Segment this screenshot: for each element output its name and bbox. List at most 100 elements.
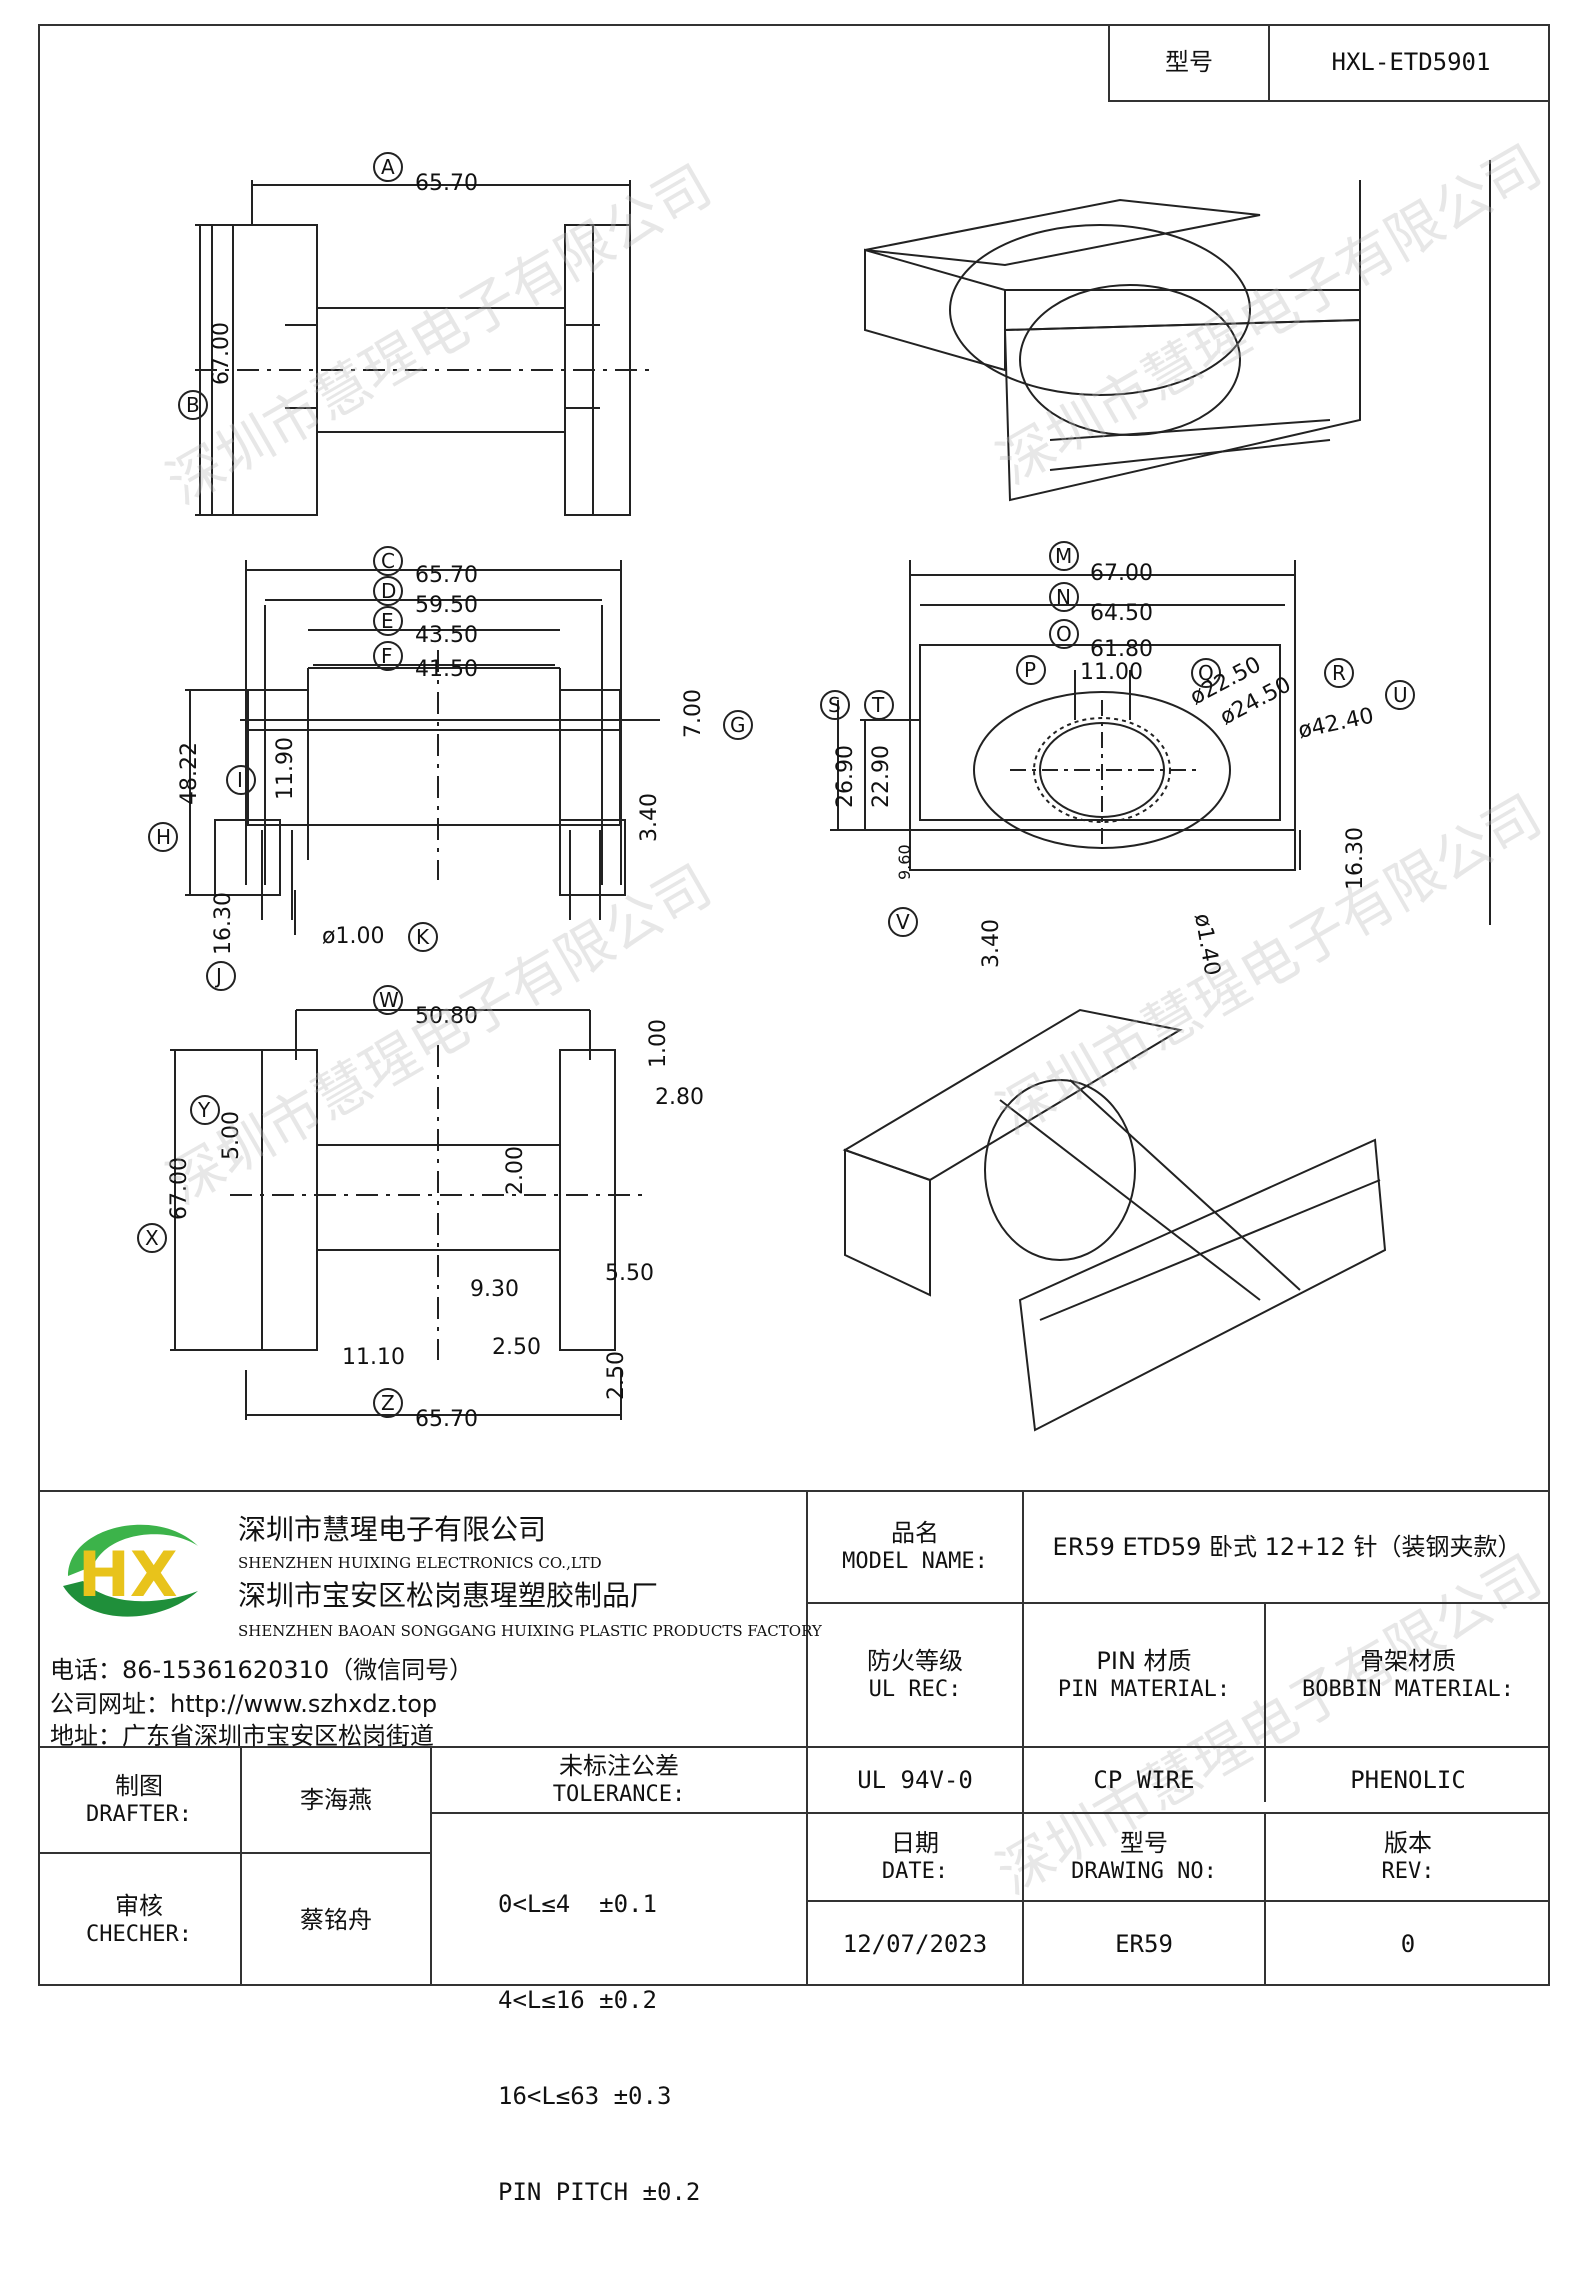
callout-S: S <box>820 690 850 720</box>
dim-V: 9.60 <box>895 844 914 880</box>
dim-P: 11.00 <box>1080 660 1143 685</box>
dimension-values: 65.70 67.00 65.70 59.50 43.50 41.50 7.00… <box>167 171 1376 1432</box>
callout-T: T <box>864 690 894 720</box>
bobbin-label: 骨架材质 BOBBIN MATERIAL: <box>1266 1604 1550 1746</box>
rev-label: 版本 REV: <box>1266 1814 1550 1900</box>
checker-cn: 审核 <box>115 1892 163 1921</box>
svg-text:O: O <box>1056 622 1072 646</box>
dim-W: 50.80 <box>415 1004 478 1029</box>
tolerance-line: 4<L≤16 ±0.2 <box>498 1986 657 2014</box>
svg-text:E: E <box>381 609 394 633</box>
svg-text:G: G <box>730 713 746 737</box>
callout-V: V <box>888 907 918 937</box>
company-name-cn: 深圳市慧瑆电子有限公司 <box>238 1513 547 1546</box>
dim-w1: 1.00 <box>646 1019 671 1068</box>
svg-text:P: P <box>1024 658 1036 682</box>
callout-K: K <box>408 922 438 952</box>
drafter-en: DRAFTER: <box>86 1802 192 1828</box>
dim-B: 67.00 <box>209 322 234 385</box>
svg-text:V: V <box>896 910 910 934</box>
dim-w8: 2.50 <box>604 1351 629 1400</box>
tolerance-line: PIN PITCH ±0.2 <box>498 2178 701 2206</box>
dim-V3: ø1.40 <box>1189 912 1224 978</box>
callout-M: M <box>1049 541 1079 571</box>
drawing-value: ER59 <box>1115 1930 1173 1958</box>
checker-en: CHECHER: <box>86 1922 192 1948</box>
pin-label: PIN 材质 PIN MATERIAL: <box>1024 1604 1264 1746</box>
tolerance-line: 16<L≤63 ±0.3 <box>498 2082 672 2110</box>
svg-text:J: J <box>214 964 222 988</box>
svg-text:D: D <box>381 579 396 603</box>
rev-cn: 版本 <box>1384 1829 1432 1858</box>
dim-S: 26.90 <box>833 745 858 808</box>
callout-E: E <box>373 606 403 636</box>
svg-text:T: T <box>871 693 885 717</box>
pin-value: CP WIRE <box>1093 1766 1195 1794</box>
dim-J2: 3.40 <box>637 793 662 842</box>
model-name-cn: 品名 <box>891 1519 939 1548</box>
date-en: DATE: <box>881 1859 949 1885</box>
view-isometric-top <box>864 160 1491 925</box>
drawing-cn: 型号 <box>1120 1829 1168 1858</box>
callout-H: H <box>148 822 178 852</box>
pin-cn: PIN 材质 <box>1096 1647 1192 1676</box>
bobbin-en: BOBBIN MATERIAL: <box>1302 1677 1514 1703</box>
callout-F: F <box>373 641 403 671</box>
callout-N: N <box>1049 582 1079 612</box>
svg-text:I: I <box>237 768 243 792</box>
svg-text:X: X <box>145 1226 159 1250</box>
svg-text:A: A <box>381 155 395 179</box>
view-side-top <box>195 180 650 516</box>
checker-label: 审核 CHECHER: <box>38 1854 240 1986</box>
tolerance-line: 0<L≤4 ±0.1 <box>498 1890 657 1918</box>
company-address: 地址：广东省深圳市宝安区松岗街道 <box>50 1722 434 1750</box>
svg-text:B: B <box>186 393 200 417</box>
drawing-label: 型号 DRAWING NO: <box>1024 1814 1264 1900</box>
pin-en: PIN MATERIAL: <box>1057 1677 1231 1703</box>
dim-A: 65.70 <box>415 171 478 196</box>
callout-Q: Q <box>1191 658 1221 688</box>
svg-text:Q: Q <box>1198 661 1214 685</box>
view-bottom-pins <box>170 1009 650 1420</box>
dim-w6: 11.10 <box>342 1345 405 1370</box>
svg-text:S: S <box>828 693 841 717</box>
svg-text:F: F <box>381 644 393 668</box>
factory-name-cn: 深圳市宝安区松岗惠瑆塑胶制品厂 <box>238 1579 659 1612</box>
model-name-label: 品名 MODEL NAME: <box>808 1492 1022 1602</box>
callout-Z: Z <box>373 1388 403 1418</box>
dim-w3: 2.00 <box>503 1146 528 1195</box>
drafter-label: 制图 DRAFTER: <box>38 1748 240 1852</box>
company-name-en: SHENZHEN HUIXING ELECTRONICS CO.,LTD <box>238 1554 602 1572</box>
callout-O: O <box>1049 619 1079 649</box>
svg-text:U: U <box>1393 683 1408 707</box>
dim-V2: 3.40 <box>979 919 1004 968</box>
date-label: 日期 DATE: <box>808 1814 1022 1900</box>
dim-w4: 5.50 <box>605 1261 654 1286</box>
factory-name-en: SHENZHEN BAOAN SONGGANG HUIXING PLASTIC … <box>238 1622 822 1640</box>
dim-T: 22.90 <box>869 745 894 808</box>
dim-M: 67.00 <box>1090 561 1153 586</box>
svg-text:Z: Z <box>381 1391 395 1415</box>
dim-E: 43.50 <box>415 623 478 648</box>
view-front-right <box>830 560 1301 871</box>
dim-O: 61.80 <box>1090 637 1153 662</box>
date-cn: 日期 <box>891 1829 939 1858</box>
ul-cn: 防火等级 <box>867 1647 963 1676</box>
dim-Z: 65.70 <box>415 1407 478 1432</box>
rev-en: REV: <box>1381 1859 1435 1885</box>
dim-F: 41.50 <box>415 657 478 682</box>
callout-J: J <box>206 961 236 991</box>
callout-B: B <box>178 390 208 420</box>
dimension-callouts: A B C D E F G H I J K M N O P Q R S T U … <box>137 152 1415 1418</box>
rev-value: 0 <box>1400 1930 1416 1958</box>
dim-C: 65.70 <box>415 563 478 588</box>
model-name-en: MODEL NAME: <box>842 1549 988 1575</box>
drawing-en: DRAWING NO: <box>1071 1859 1217 1885</box>
tolerance-values: 0<L≤4 ±0.1 4<L≤16 ±0.2 16<L≤63 ±0.3 PIN … <box>498 1824 700 2272</box>
svg-text:M: M <box>1055 544 1072 568</box>
callout-G: G <box>723 710 753 740</box>
ul-en: UL REC: <box>868 1677 962 1703</box>
tolerance-en: TOLERANCE: <box>552 1782 686 1808</box>
dim-V4: 16.30 <box>1343 827 1368 890</box>
callout-A: A <box>373 152 403 182</box>
